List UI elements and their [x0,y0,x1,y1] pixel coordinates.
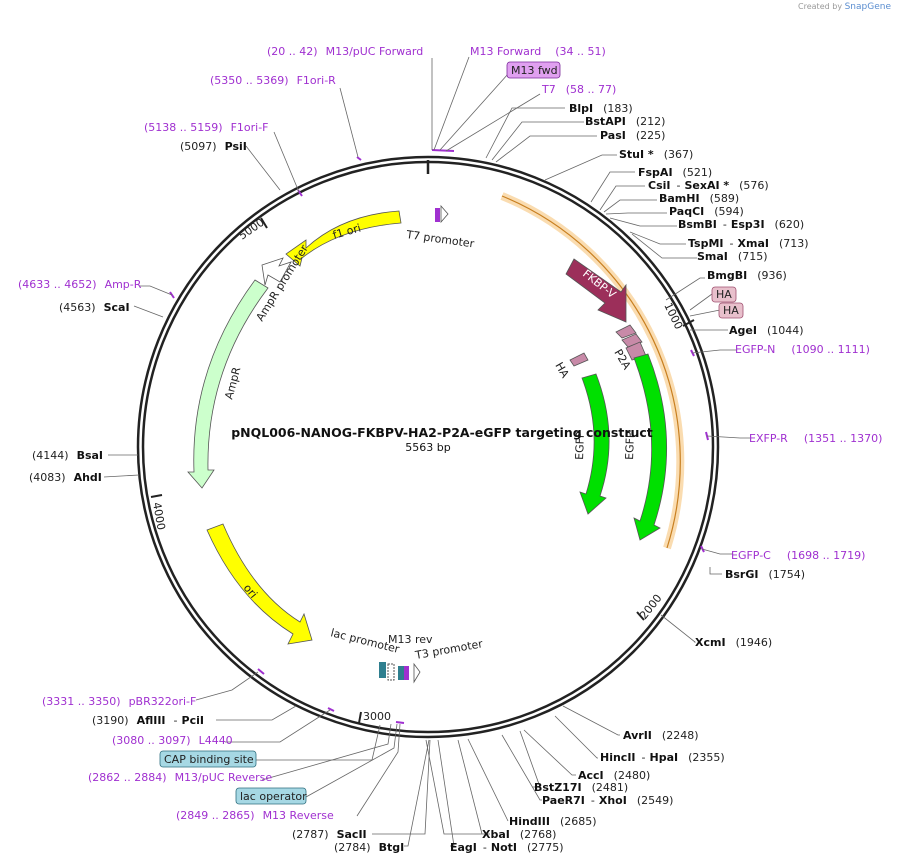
feature-ha-1 [615,324,637,339]
site-bsmbi-esp3i[interactable]: BsmBI-Esp3I(620) [678,218,804,231]
feature-fkbp-v [565,258,627,323]
primer-m13-puc-reverse[interactable]: (2862 .. 2884)M13/pUC Reverse [88,771,272,784]
primer-l4440[interactable]: (3080 .. 3097)L4440 [112,734,233,747]
svg-text:CAP binding site: CAP binding site [164,753,254,766]
primer-egfp-c[interactable]: EGFP-C(1698 .. 1719) [731,549,865,562]
feature-ampr-promoter-label: AmpR promoter [254,242,312,323]
feature-cap-block [379,662,386,678]
feature-ori [206,523,313,645]
site-eagi-noti[interactable]: EagI-NotI(2775) [450,841,564,854]
primer-egfp-n[interactable]: EGFP-N(1090 .. 1111) [735,343,870,356]
primer-amp-r[interactable]: (4633 .. 4652)Amp-R [18,278,142,291]
primer-m13-puc-forward[interactable]: (20 .. 42)M13/pUC Forward [267,45,423,58]
site-hindiii[interactable]: HindIII(2685) [509,815,597,828]
site-pasi[interactable]: PasI(225) [600,129,665,142]
svg-text:HA: HA [723,304,739,317]
feature-ha-3 [569,352,589,367]
feature-ampr-label: AmpR [222,365,243,400]
primer-f1ori-f[interactable]: (5138 .. 5159)F1ori-F [144,121,269,134]
box-ha-1[interactable] [711,286,737,303]
primer-m13-forward[interactable]: M13 Forward(34 .. 51) [470,45,606,58]
site-ahdi[interactable]: (4083)AhdI [29,471,102,484]
site-bstapi[interactable]: BstAPI(212) [585,115,665,128]
snapgene-logo: SnapGene [844,2,891,12]
site-blpi[interactable]: BlpI(183) [569,102,633,115]
feature-egfp-inner-label: EGFP [573,431,587,460]
primer-exfp-r[interactable]: EXFP-R(1351 .. 1370) [749,432,882,445]
feature-egfp-outer-label: EGFP [623,431,637,460]
site-psii[interactable]: (5097)PsiI [180,140,247,153]
feature-egfp-outer [633,353,668,541]
site-tspmi-xmai[interactable]: TspMI-XmaI(713) [688,237,809,250]
svg-text:M13 fwd: M13 fwd [511,64,558,77]
site-bmgbi[interactable]: BmgBI(936) [707,269,787,282]
box-m13-fwd[interactable] [506,61,561,79]
primer-pbr322ori-f[interactable]: (3331 .. 3350)pBR322ori-F [42,695,196,708]
feature-t3-promoter [413,662,421,684]
backbone-outer [136,155,720,739]
site-fspai[interactable]: FspAI(521) [638,166,712,179]
feature-f1-ori [285,210,402,267]
site-stui[interactable]: StuI *(367) [619,148,693,161]
box-cap-binding-site[interactable] [159,750,257,768]
tick-3000: 3000 [363,710,391,723]
site-smai[interactable]: SmaI(715) [697,250,768,263]
feature-ampr [187,279,269,489]
feature-t7-promoter [440,204,449,224]
site-acci[interactable]: AccI(2480) [578,769,650,782]
svg-text:lac operator: lac operator [240,790,307,803]
tick-2000: 2000 [637,592,664,622]
site-agei[interactable]: AgeI(1044) [729,324,804,337]
tick-4000: 4000 [150,501,168,531]
map-title: pNQL006-NANOG-FKBPV-HA2-P2A-eGFP targeti… [231,425,653,440]
site-xcmi[interactable]: XcmI(1946) [695,636,772,649]
snapgene-credit: Created by SnapGene [798,2,891,12]
feature-ha-3-label: HA [552,360,571,381]
site-csii-sexai[interactable]: CsiI-SexAI *(576) [648,179,769,192]
site-bsrgi[interactable]: BsrGI(1754) [725,568,805,581]
site-bstz17i[interactable]: BstZ17I(2481) [534,781,628,794]
feature-t7-promoter-label: T7 promoter [405,228,476,251]
primer-m13-reverse[interactable]: (2849 .. 2865)M13 Reverse [176,809,334,822]
primer-t7[interactable]: T7(58 .. 77) [541,83,616,96]
site-paqci[interactable]: PaqCI(594) [669,205,744,218]
site-xbai[interactable]: XbaI(2768) [482,828,556,841]
feature-m13-rev-label: M13 rev [388,633,433,646]
feature-f1-ori-label: f1 ori [331,221,362,241]
map-size: 5563 bp [405,441,450,454]
site-sacii[interactable]: (2787)SacII [292,828,367,841]
site-btgi[interactable]: (2784)BtgI [334,841,404,854]
feature-ampr-promoter [261,257,292,286]
feature-egfp-inner [579,373,610,515]
feature-m13rev-block [404,666,409,680]
site-afliii-pcii[interactable]: (3190)AflIII-PciI [92,714,204,727]
site-paer7i-xhoi[interactable]: PaeR7I-XhoI(2549) [542,794,673,807]
feature-lacop-block [398,666,404,680]
feature-lac-block [387,663,395,681]
box-lac-operator[interactable] [235,787,307,805]
primer-f1ori-r[interactable]: (5350 .. 5369)F1ori-R [210,74,336,87]
feature-t7-block [435,208,440,222]
site-bsai[interactable]: (4144)BsaI [32,449,103,462]
site-scai[interactable]: (4563)ScaI [59,301,130,314]
site-bamhi[interactable]: BamHI(589) [659,192,739,205]
box-ha-2[interactable] [718,302,744,319]
svg-text:HA: HA [716,288,732,301]
site-avrii[interactable]: AvrII(2248) [623,729,698,742]
site-hincii-hpai[interactable]: HincII-HpaI(2355) [600,751,725,764]
